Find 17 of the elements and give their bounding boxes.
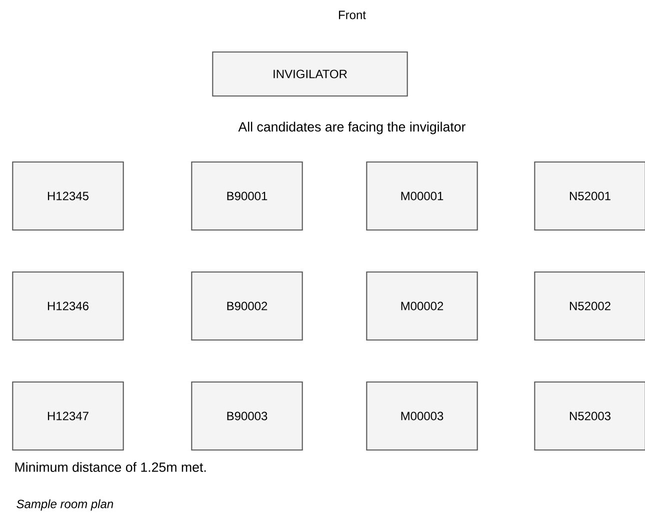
candidate-desk: B90003 [191, 381, 303, 451]
heading: Front [338, 10, 366, 20]
candidate-desk: M00003 [366, 381, 478, 451]
note: Minimum distance of 1.25m met. [15, 462, 206, 472]
note: All candidates are facing the invigilator [238, 122, 466, 134]
candidate-desk: H12347 [12, 381, 124, 451]
caption: Sample room plan [16, 499, 114, 511]
candidate-desk: N52002 [534, 271, 645, 341]
invigilator-desk: INVIGILATOR [212, 51, 408, 97]
candidate-desk: N52003 [534, 381, 645, 451]
candidate-desk: B90001 [191, 161, 303, 231]
candidate-desk: H12346 [12, 271, 124, 341]
candidate-desk: M00001 [366, 161, 478, 231]
candidate-desk: B90002 [191, 271, 303, 341]
candidate-desk: H12345 [12, 161, 124, 231]
candidate-desk: M00002 [366, 271, 478, 341]
candidate-desk: N52001 [534, 161, 645, 231]
